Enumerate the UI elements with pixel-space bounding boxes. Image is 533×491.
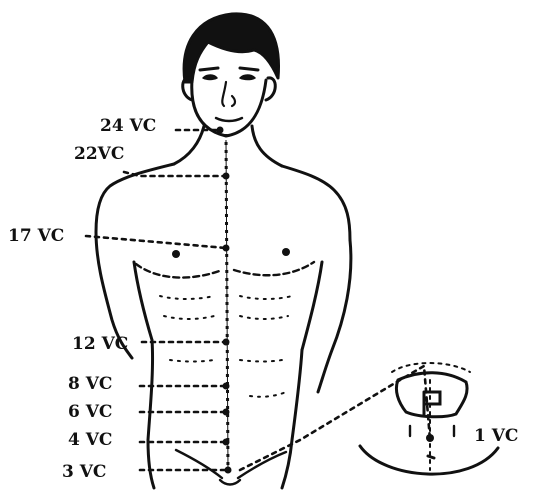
- label-1vc: 1 VC: [474, 428, 518, 445]
- label-4vc: 4 VC: [68, 432, 112, 449]
- inset-dotted-contour: [392, 363, 470, 372]
- point-17vc: [223, 245, 230, 252]
- hair: [184, 14, 278, 82]
- label-6vc: 6 VC: [68, 404, 112, 421]
- groin-left: [176, 450, 222, 478]
- right-ear: [266, 78, 275, 100]
- leader-1vc: [240, 366, 430, 470]
- right-shoulder: [282, 166, 350, 240]
- abs-right-2: [240, 316, 288, 319]
- left-pec: [136, 264, 222, 278]
- inset-lower-tick: [428, 456, 434, 458]
- right-arm-inner: [302, 262, 322, 350]
- label-8vc: 8 VC: [68, 376, 112, 393]
- right-pec: [234, 262, 314, 275]
- point-12vc: [223, 339, 230, 346]
- right-eyebrow: [240, 68, 258, 70]
- inset-genital-outline: [396, 373, 467, 417]
- right-eye: [240, 75, 255, 80]
- neck-left: [174, 126, 204, 164]
- leader-17vc: [86, 236, 226, 248]
- point-8vc: [223, 383, 230, 390]
- abs-left-3: [170, 360, 214, 362]
- pubic-curve: [220, 480, 240, 485]
- left-arm-inner: [134, 262, 152, 340]
- left-eye: [203, 75, 217, 80]
- torso-left-side: [148, 340, 154, 488]
- abs-left-2: [164, 316, 214, 319]
- label-3vc: 3 VC: [62, 464, 106, 481]
- left-eyebrow: [200, 68, 218, 70]
- abs-right-4: [250, 392, 286, 397]
- groin-right: [238, 452, 286, 478]
- label-12vc: 12 VC: [72, 336, 128, 353]
- nose: [222, 82, 235, 106]
- neck-right: [252, 126, 282, 166]
- abs-left-1: [160, 296, 214, 299]
- conception-vessel-line: [226, 134, 228, 474]
- mouth: [216, 118, 242, 121]
- point-22vc: [223, 173, 230, 180]
- point-24vc: [217, 127, 224, 134]
- point-6vc: [223, 409, 230, 416]
- abs-right-1: [240, 296, 292, 299]
- right-nipple: [282, 248, 290, 256]
- label-22vc: 22VC: [74, 146, 124, 163]
- point-3vc: [225, 467, 232, 474]
- label-17vc: 17 VC: [8, 228, 64, 245]
- left-nipple: [172, 250, 180, 258]
- label-24vc: 24 VC: [100, 118, 156, 135]
- torso-right-side: [282, 350, 302, 488]
- point-4vc: [223, 439, 230, 446]
- abs-right-3: [240, 360, 282, 362]
